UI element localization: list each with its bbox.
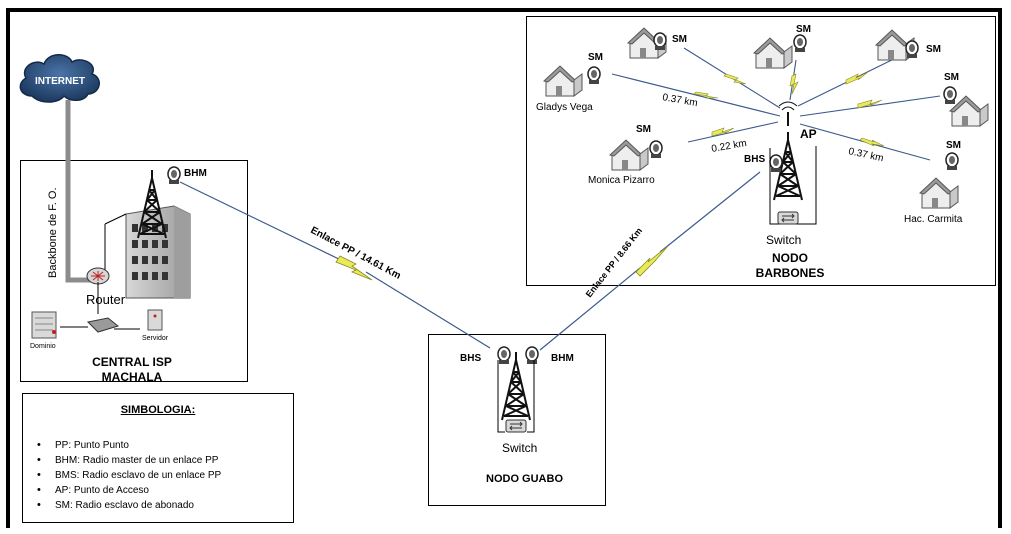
sm-top3-label: SM bbox=[796, 24, 811, 35]
guabo-bhs-radio-icon bbox=[497, 346, 511, 365]
sm-gladys-radio-icon bbox=[587, 66, 601, 85]
barbones-title: NODO bbox=[772, 251, 808, 265]
backbone-label: Backbone de F. O. bbox=[47, 188, 59, 279]
central-isp-title: CENTRAL ISP bbox=[92, 355, 172, 369]
barbones-bhs-label: BHS bbox=[744, 154, 765, 165]
barbones-subtitle: BARBONES bbox=[756, 266, 825, 280]
servidor-server-icon bbox=[147, 309, 163, 331]
house-top3-icon bbox=[753, 37, 793, 69]
gladys-label: Gladys Vega bbox=[536, 102, 593, 113]
link-guabo-barbones-bolt-icon bbox=[635, 245, 669, 277]
guabo-title: NODO GUABO bbox=[486, 473, 563, 485]
house-carmita-icon bbox=[919, 177, 959, 209]
servidor-label: Servidor bbox=[142, 335, 169, 342]
barbones-switch-icon bbox=[777, 211, 799, 225]
router-icon bbox=[86, 267, 110, 285]
sm-top2-radio-icon bbox=[653, 32, 667, 51]
barbones-ap-antenna-icon bbox=[778, 101, 798, 126]
dist-monica-label: 0.22 km bbox=[711, 138, 748, 155]
nodo-barbones-box bbox=[526, 16, 996, 286]
barbones-bhs-radio-icon bbox=[769, 154, 783, 173]
barbones-ap-label: AP bbox=[800, 127, 817, 141]
legend-box: SIMBOLOGIA: PP: Punto Punto BHM: Radio m… bbox=[22, 393, 294, 523]
subscriber-bolts bbox=[693, 71, 885, 147]
central-isp-box bbox=[20, 160, 248, 382]
router-label: Router bbox=[86, 292, 126, 307]
house-gladys-icon bbox=[543, 65, 583, 97]
sm-carmita-radio-icon bbox=[945, 152, 959, 171]
legend-item: BHM: Radio master de un enlace PP bbox=[37, 453, 221, 468]
sm-right1-label: SM bbox=[944, 72, 959, 83]
legend-list: PP: Punto Punto BHM: Radio master de un … bbox=[37, 438, 221, 513]
sm-top2-label: SM bbox=[672, 34, 687, 45]
sm-carmita-label: SM bbox=[946, 140, 961, 151]
guabo-bhm-label: BHM bbox=[551, 353, 574, 364]
central-building-icon bbox=[125, 205, 191, 299]
sm-top4-radio-icon bbox=[905, 40, 919, 59]
sm-top3-radio-icon bbox=[793, 34, 807, 53]
internet-cloud-icon bbox=[19, 54, 100, 103]
guabo-bhs-label: BHS bbox=[460, 353, 481, 364]
internet-label: INTERNET bbox=[35, 76, 85, 87]
central-isp-subtitle: MACHALA bbox=[102, 370, 163, 384]
diagram-frame bbox=[6, 8, 1002, 528]
house-right1-icon bbox=[949, 95, 989, 127]
dominio-label: Dominio bbox=[30, 343, 56, 350]
link-central-guabo-bolt-icon bbox=[335, 255, 373, 281]
link-guabo-barbones-label: Enlace PP / 8.66 Km bbox=[584, 226, 644, 299]
sm-gladys-label: SM bbox=[588, 52, 603, 63]
dist-carmita-label: 0.37 km bbox=[847, 146, 884, 164]
house-monica-icon bbox=[609, 139, 649, 171]
central-bhm-radio-icon bbox=[167, 166, 181, 185]
carmita-label: Hac. Carmita bbox=[904, 214, 963, 225]
sm-right1-radio-icon bbox=[943, 86, 957, 105]
guabo-switch-icon bbox=[505, 419, 527, 433]
barbones-switch-label: Switch bbox=[766, 233, 801, 247]
link-guabo-barbones-line-b bbox=[659, 171, 761, 253]
guabo-bhm-radio-icon bbox=[525, 346, 539, 365]
sm-monica-radio-icon bbox=[649, 140, 663, 159]
local-switch-icon bbox=[86, 317, 120, 333]
legend-title: SIMBOLOGIA: bbox=[120, 404, 196, 416]
legend-item: BMS: Radio esclavo de un enlace PP bbox=[37, 468, 221, 483]
legend-item: AP: Punto de Acceso bbox=[37, 483, 221, 498]
link-central-guabo-line bbox=[179, 181, 346, 263]
legend-item: PP: Punto Punto bbox=[37, 438, 221, 453]
link-guabo-barbones-line bbox=[539, 267, 641, 351]
guabo-switch-label: Switch bbox=[502, 441, 537, 455]
nodo-guabo-box bbox=[428, 334, 606, 506]
monica-label: Monica Pizarro bbox=[588, 175, 655, 186]
legend-item: SM: Radio esclavo de abonado bbox=[37, 498, 221, 513]
dominio-server-icon bbox=[31, 311, 57, 339]
central-bhm-label: BHM bbox=[184, 168, 207, 179]
sm-monica-label: SM bbox=[636, 124, 651, 135]
link-central-guabo-line-b bbox=[365, 271, 491, 349]
sm-top4-label: SM bbox=[926, 44, 941, 55]
fiber-backbone-line bbox=[65, 100, 95, 283]
